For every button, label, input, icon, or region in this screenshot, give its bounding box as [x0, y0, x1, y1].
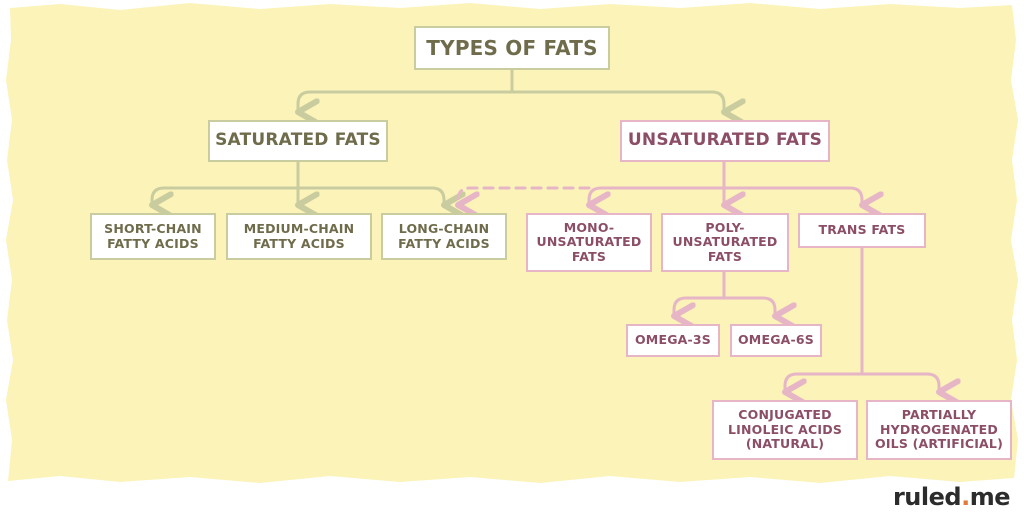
node-unsaturated-fats: UNSATURATED FATS	[620, 120, 830, 162]
connector-root-to-unsaturated	[510, 90, 724, 112]
node-conjugated-linoleic-acids: CONJUGATED LINOLEIC ACIDS (NATURAL)	[712, 400, 858, 460]
connector-trans-to-pho	[860, 372, 939, 392]
connector-unsaturated-to-long-chain-dashed	[458, 186, 591, 205]
node-partially-hydrogenated-oils: PARTIALLY HYDROGENATED OILS (ARTIFICIAL)	[866, 400, 1012, 460]
logo-name: ruled	[892, 483, 962, 511]
connector-unsaturated-to-mono	[589, 186, 726, 205]
node-trans-fats: TRANS FATS	[798, 213, 926, 248]
node-long-chain-fatty-acids: LONG-CHAIN FATTY ACIDS	[381, 213, 507, 260]
connector-poly-to-omega-6	[722, 296, 775, 316]
connector-root-to-saturated	[298, 90, 514, 112]
connector-unsaturated-to-trans	[722, 186, 862, 205]
logo-tld: me	[969, 483, 1011, 511]
connector-saturated-to-long-chain	[296, 186, 444, 205]
node-monounsaturated-fats: MONO- UNSATURATED FATS	[526, 213, 652, 272]
node-types-of-fats: TYPES OF FATS	[414, 26, 610, 70]
node-polyunsaturated-fats: POLY- UNSATURATED FATS	[661, 213, 789, 272]
node-short-chain-fatty-acids: SHORT-CHAIN FATTY ACIDS	[90, 213, 216, 260]
node-omega-3s: OMEGA-3s	[626, 324, 720, 357]
node-saturated-fats: SATURATED FATS	[208, 120, 388, 162]
logo-dot: .	[961, 483, 970, 511]
connector-trans-to-cla	[785, 372, 864, 392]
node-medium-chain-fatty-acids: MEDIUM-CHAIN FATTY ACIDS	[226, 213, 372, 260]
ruled-me-logo: ruled.me	[892, 483, 1011, 511]
connector-poly-to-omega-3	[674, 296, 726, 316]
node-omega-6s: OMEGA-6s	[730, 324, 822, 357]
connector-saturated-to-short-chain	[152, 186, 300, 205]
